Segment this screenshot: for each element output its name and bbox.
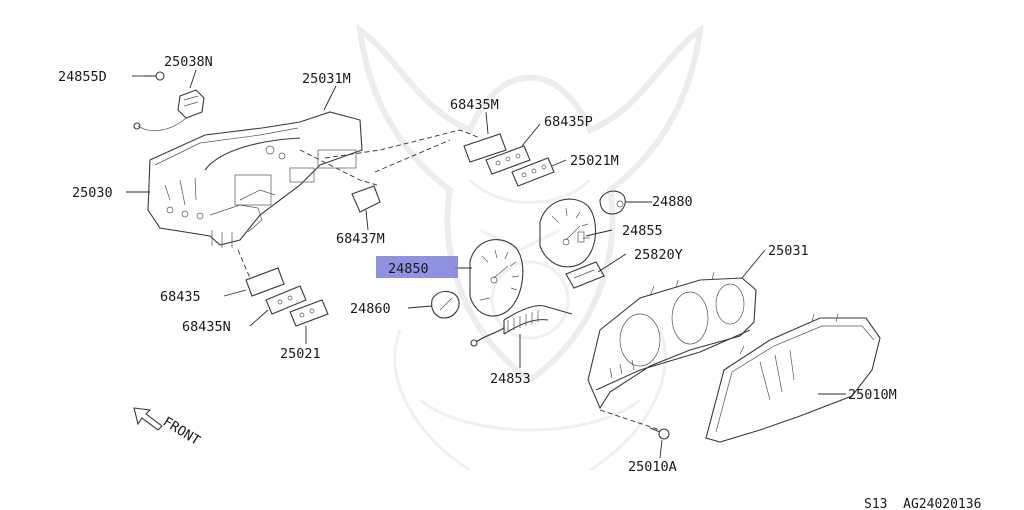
label-68437M[interactable]: 68437M [336,231,385,247]
gauge-24860 [431,290,460,319]
label-25038N[interactable]: 25038N [164,54,213,70]
speedometer-24855 [539,198,597,268]
lens-68435 [245,267,285,297]
screw-24855D [144,71,165,81]
switch-25021 [289,299,329,327]
label-25820Y[interactable]: 25820Y [634,247,683,263]
cable-24853 [470,305,573,347]
bulb-25820Y [565,261,605,289]
gauge-24880 [599,190,626,215]
label-68435P[interactable]: 68435P [544,114,593,130]
assembly-dashed-lines [237,129,661,431]
switch-25038N [133,89,205,132]
highlight-24850[interactable] [376,256,458,278]
lens-68435M [463,133,507,163]
label-24855[interactable]: 24855 [622,223,663,239]
label-24880[interactable]: 24880 [652,194,693,210]
label-24853[interactable]: 24853 [490,371,531,387]
label-68435[interactable]: 68435 [160,289,201,305]
label-24855D[interactable]: 24855D [58,69,107,85]
front-arrow-icon [133,407,163,431]
front-label: FRONT [160,414,203,449]
label-25030[interactable]: 25030 [72,185,113,201]
label-68435N[interactable]: 68435N [182,319,231,335]
label-24850[interactable]: 24850 [388,261,429,277]
switch-25021M [511,157,555,187]
switch-68435P [485,145,531,175]
screw-25010A [649,427,670,440]
label-24860[interactable]: 24860 [350,301,391,317]
part-labels: 24855D 25038N 25031M 68435M 68435P 25021… [58,54,897,475]
footer-code: S13 AG24020136 [864,497,981,510]
watermark-emblem [356,23,704,472]
leader-lines [126,69,846,459]
label-68435M[interactable]: 68435M [450,97,499,113]
label-25031M[interactable]: 25031M [302,71,351,87]
label-25031[interactable]: 25031 [768,243,809,259]
label-25021[interactable]: 25021 [280,346,321,362]
label-25010M[interactable]: 25010M [848,387,897,403]
tachometer-24850 [469,239,524,317]
lens-glass-25010M [705,313,881,443]
meter-hood-25031 [587,271,757,410]
cluster-housing-25030 [147,111,363,248]
cover-68437M [351,185,381,213]
switch-68435N [265,285,307,315]
label-25021M[interactable]: 25021M [570,153,619,169]
label-25010A[interactable]: 25010A [628,459,677,475]
